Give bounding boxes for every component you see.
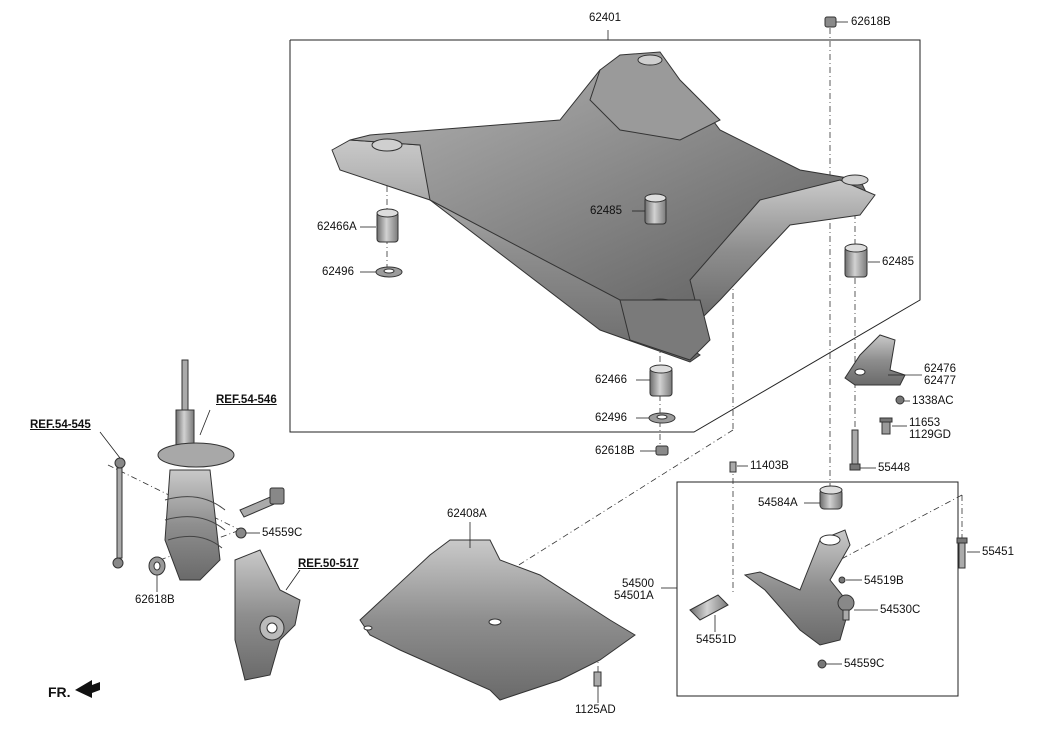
label-54559C-right: 54559C	[844, 658, 885, 670]
nut-54559C-left	[235, 527, 247, 539]
label-1125AD: 1125AD	[575, 704, 616, 716]
label-1338AC: 1338AC	[912, 395, 954, 407]
nut-62618B-left	[148, 556, 166, 576]
front-arrow-icon	[75, 680, 100, 698]
bushing-62466	[649, 364, 673, 397]
label-62496-bottom: 62496	[595, 412, 627, 424]
label-62618B-bottom: 62618B	[595, 445, 635, 457]
bushing-62485-mid	[644, 193, 667, 225]
label-54584A: 54584A	[758, 497, 798, 509]
label-54530C: 54530C	[880, 604, 921, 616]
bushing-54584A	[819, 485, 843, 510]
label-11403B: 11403B	[750, 460, 789, 472]
bolt-strut	[239, 487, 285, 518]
lower-arm-54500	[743, 529, 851, 646]
front-direction-label: FR.	[48, 684, 71, 700]
label-54500: 54500	[622, 578, 654, 590]
bushing-62466A	[376, 208, 399, 243]
strut-assembly	[157, 359, 235, 581]
bracket-62476	[844, 334, 906, 386]
under-cover-62408A	[359, 539, 636, 701]
label-55448: 55448	[878, 462, 910, 474]
label-62485-mid: 62485	[590, 205, 622, 217]
label-54501A: 54501A	[614, 590, 654, 602]
label-62477: 62477	[924, 375, 956, 387]
nut-54519B	[838, 576, 846, 584]
washer-62496-bottom	[648, 412, 676, 424]
knuckle-50517	[234, 549, 301, 681]
subframe-box-outline	[289, 39, 921, 433]
label-62466A: 62466A	[317, 221, 357, 233]
leader-lines	[99, 21, 980, 703]
nut-54559C-right	[817, 659, 827, 669]
stabilizer-link-54545	[112, 457, 126, 569]
subframe-62401	[331, 51, 876, 363]
label-55451: 55451	[982, 546, 1014, 558]
bolt-55451	[956, 537, 968, 569]
label-11653: 11653	[909, 417, 941, 429]
bushing-54551D	[689, 594, 729, 621]
dashed-centerlines	[107, 28, 963, 672]
lower-arm-box	[676, 481, 959, 697]
label-62466: 62466	[595, 374, 627, 386]
ref-54-546[interactable]: REF.54-546	[216, 394, 277, 406]
label-62618B-top: 62618B	[851, 16, 891, 28]
label-62476: 62476	[924, 363, 956, 375]
label-54551D: 54551D	[696, 634, 737, 646]
label-62401: 62401	[589, 12, 621, 24]
label-62618B-left: 62618B	[135, 594, 175, 606]
label-1129GD: 1129GD	[909, 429, 951, 441]
bolt-1125AD	[593, 671, 602, 687]
ref-50-517[interactable]: REF.50-517	[298, 558, 359, 570]
bolt-11653	[879, 417, 893, 435]
washer-62496-left	[375, 266, 403, 278]
bolt-55448	[849, 429, 861, 471]
bushing-62485-right	[844, 243, 868, 278]
label-62496-left: 62496	[322, 266, 354, 278]
nut-62618B-bottom	[655, 445, 669, 456]
label-54519B: 54519B	[864, 575, 904, 587]
bolt-11403B	[729, 461, 737, 473]
nut-62618B-top	[824, 16, 837, 28]
ball-joint-54530C	[837, 594, 855, 621]
nut-1338AC	[895, 395, 905, 405]
label-54559C-left: 54559C	[262, 527, 303, 539]
label-62408A: 62408A	[447, 508, 487, 520]
label-62485-right: 62485	[882, 256, 914, 268]
ref-54-545[interactable]: REF.54-545	[30, 419, 91, 431]
